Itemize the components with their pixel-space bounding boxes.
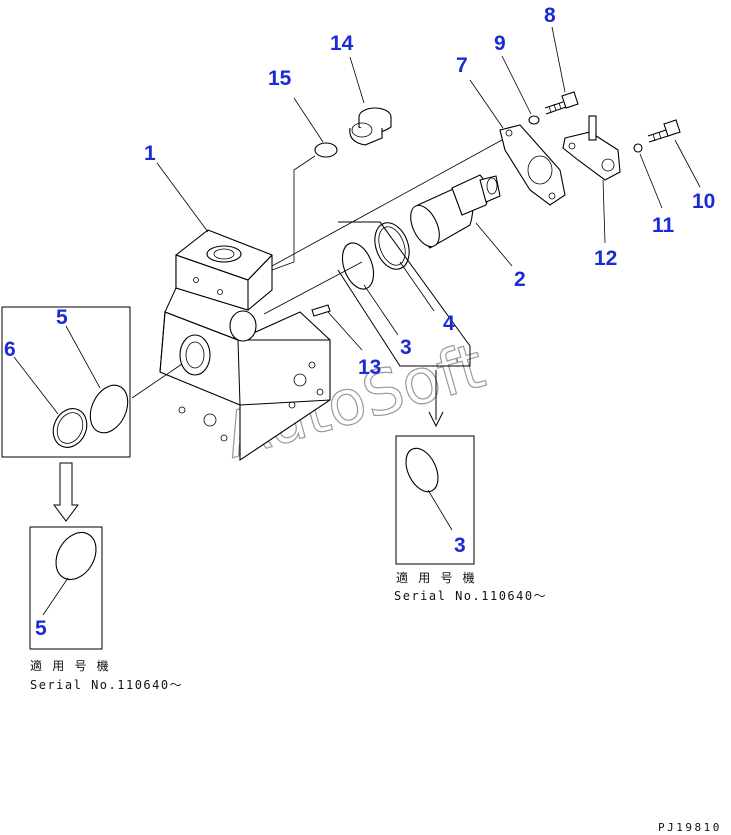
arrow-left xyxy=(53,462,79,522)
callout-8: 8 xyxy=(544,4,556,27)
o-ring-4 xyxy=(374,222,410,270)
callout-14: 14 xyxy=(330,32,354,55)
callout-11: 11 xyxy=(652,214,675,237)
serial-note-left: Serial No.110640～ xyxy=(30,678,183,692)
o-ring-3 xyxy=(341,242,375,290)
detail-box-lower-left xyxy=(29,526,103,650)
callout-9: 9 xyxy=(494,32,506,55)
document-id: PJ19810 xyxy=(658,821,722,834)
solenoid xyxy=(410,174,501,249)
arrow-right xyxy=(428,370,444,428)
leader-lines xyxy=(13,26,701,616)
bracket xyxy=(562,115,621,181)
o-ring-5 xyxy=(89,384,129,434)
pin-13 xyxy=(311,304,331,317)
callout-2: 2 xyxy=(514,268,526,291)
bolt-8 xyxy=(544,91,579,115)
callout-4: 4 xyxy=(443,312,455,335)
serial-note-right: Serial No.110640～ xyxy=(394,589,547,603)
washer-9 xyxy=(528,115,540,125)
o-ring-6 xyxy=(52,408,88,448)
detail-box-upper xyxy=(337,221,471,367)
callout-13: 13 xyxy=(358,356,381,379)
o-ring-3-new xyxy=(405,447,439,493)
bolt-10 xyxy=(647,119,681,143)
callout-3-new: 3 xyxy=(454,534,466,557)
callout-7: 7 xyxy=(456,54,468,77)
callout-5: 5 xyxy=(56,306,68,329)
plug-14 xyxy=(349,107,392,146)
washer-11 xyxy=(633,143,643,153)
cover-plate xyxy=(499,124,566,206)
o-ring-15 xyxy=(314,142,338,158)
callout-10: 10 xyxy=(692,190,715,213)
applicable-models-left: 適 用 号 機 xyxy=(30,658,110,673)
callout-12: 12 xyxy=(594,247,617,270)
callout-1: 1 xyxy=(144,142,156,165)
callout-3: 3 xyxy=(400,336,412,359)
detail-box-right xyxy=(395,435,475,565)
detail-box-left xyxy=(1,306,131,458)
callout-15: 15 xyxy=(268,67,292,90)
applicable-models-right: 適 用 号 機 xyxy=(396,570,476,585)
callout-5-new: 5 xyxy=(35,617,47,640)
o-ring-5-new xyxy=(55,532,97,580)
valve-body xyxy=(159,229,331,462)
callout-6: 6 xyxy=(4,338,16,361)
